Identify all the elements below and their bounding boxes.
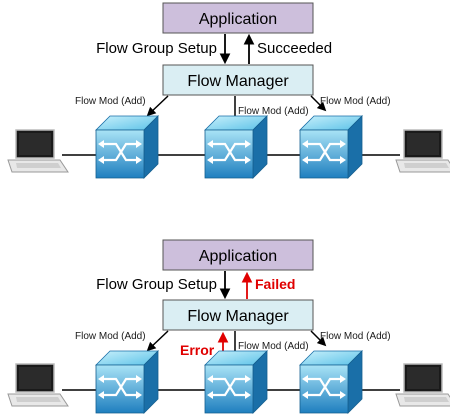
bottom-error-label: Error bbox=[180, 342, 215, 358]
laptop-icon bbox=[395, 363, 450, 407]
bottom-flow-mod-arrow-right bbox=[310, 330, 327, 347]
top-flow-manager-box bbox=[162, 64, 314, 96]
switch-icon bbox=[203, 349, 269, 415]
top-flow-manager-label: Flow Manager bbox=[187, 73, 289, 90]
top-succeeded-label: Succeeded bbox=[257, 40, 332, 57]
bottom-failed-label: Failed bbox=[255, 276, 295, 292]
switch-icon bbox=[94, 114, 160, 180]
top-flow-mod-label-right: Flow Mod (Add) bbox=[320, 96, 391, 107]
switch-icon bbox=[298, 114, 364, 180]
bottom-flow-mod-label-right: Flow Mod (Add) bbox=[320, 331, 391, 342]
bottom-flow-manager-box bbox=[162, 299, 314, 331]
top-application-box bbox=[162, 2, 314, 34]
bottom-scenario: Application Flow Manager Flow Group Setu… bbox=[7, 239, 450, 415]
bottom-setup-label: Flow Group Setup bbox=[96, 276, 217, 293]
bottom-flow-manager-label: Flow Manager bbox=[187, 308, 289, 325]
bottom-application-label: Application bbox=[199, 248, 277, 265]
top-flow-mod-arrow-left bbox=[146, 95, 169, 117]
bottom-flow-mod-arrow-left bbox=[146, 330, 169, 352]
laptop-icon bbox=[395, 129, 450, 173]
laptop-icon bbox=[7, 129, 69, 173]
top-flow-mod-label-left: Flow Mod (Add) bbox=[75, 96, 146, 107]
laptop-icon bbox=[7, 363, 69, 407]
switch-icon bbox=[203, 114, 269, 180]
top-flow-mod-label-middle: Flow Mod (Add) bbox=[238, 106, 309, 117]
switch-icon bbox=[298, 349, 364, 415]
bottom-flow-mod-label-left: Flow Mod (Add) bbox=[75, 331, 146, 342]
top-application-label: Application bbox=[199, 11, 277, 28]
top-setup-label: Flow Group Setup bbox=[96, 40, 217, 57]
switch-icon bbox=[94, 349, 160, 415]
top-flow-mod-arrow-right bbox=[310, 95, 327, 112]
bottom-application-box bbox=[162, 239, 314, 271]
bottom-flow-mod-label-middle: Flow Mod (Add) bbox=[238, 341, 309, 352]
top-scenario: Application Flow Manager Flow Group Setu… bbox=[7, 2, 450, 180]
